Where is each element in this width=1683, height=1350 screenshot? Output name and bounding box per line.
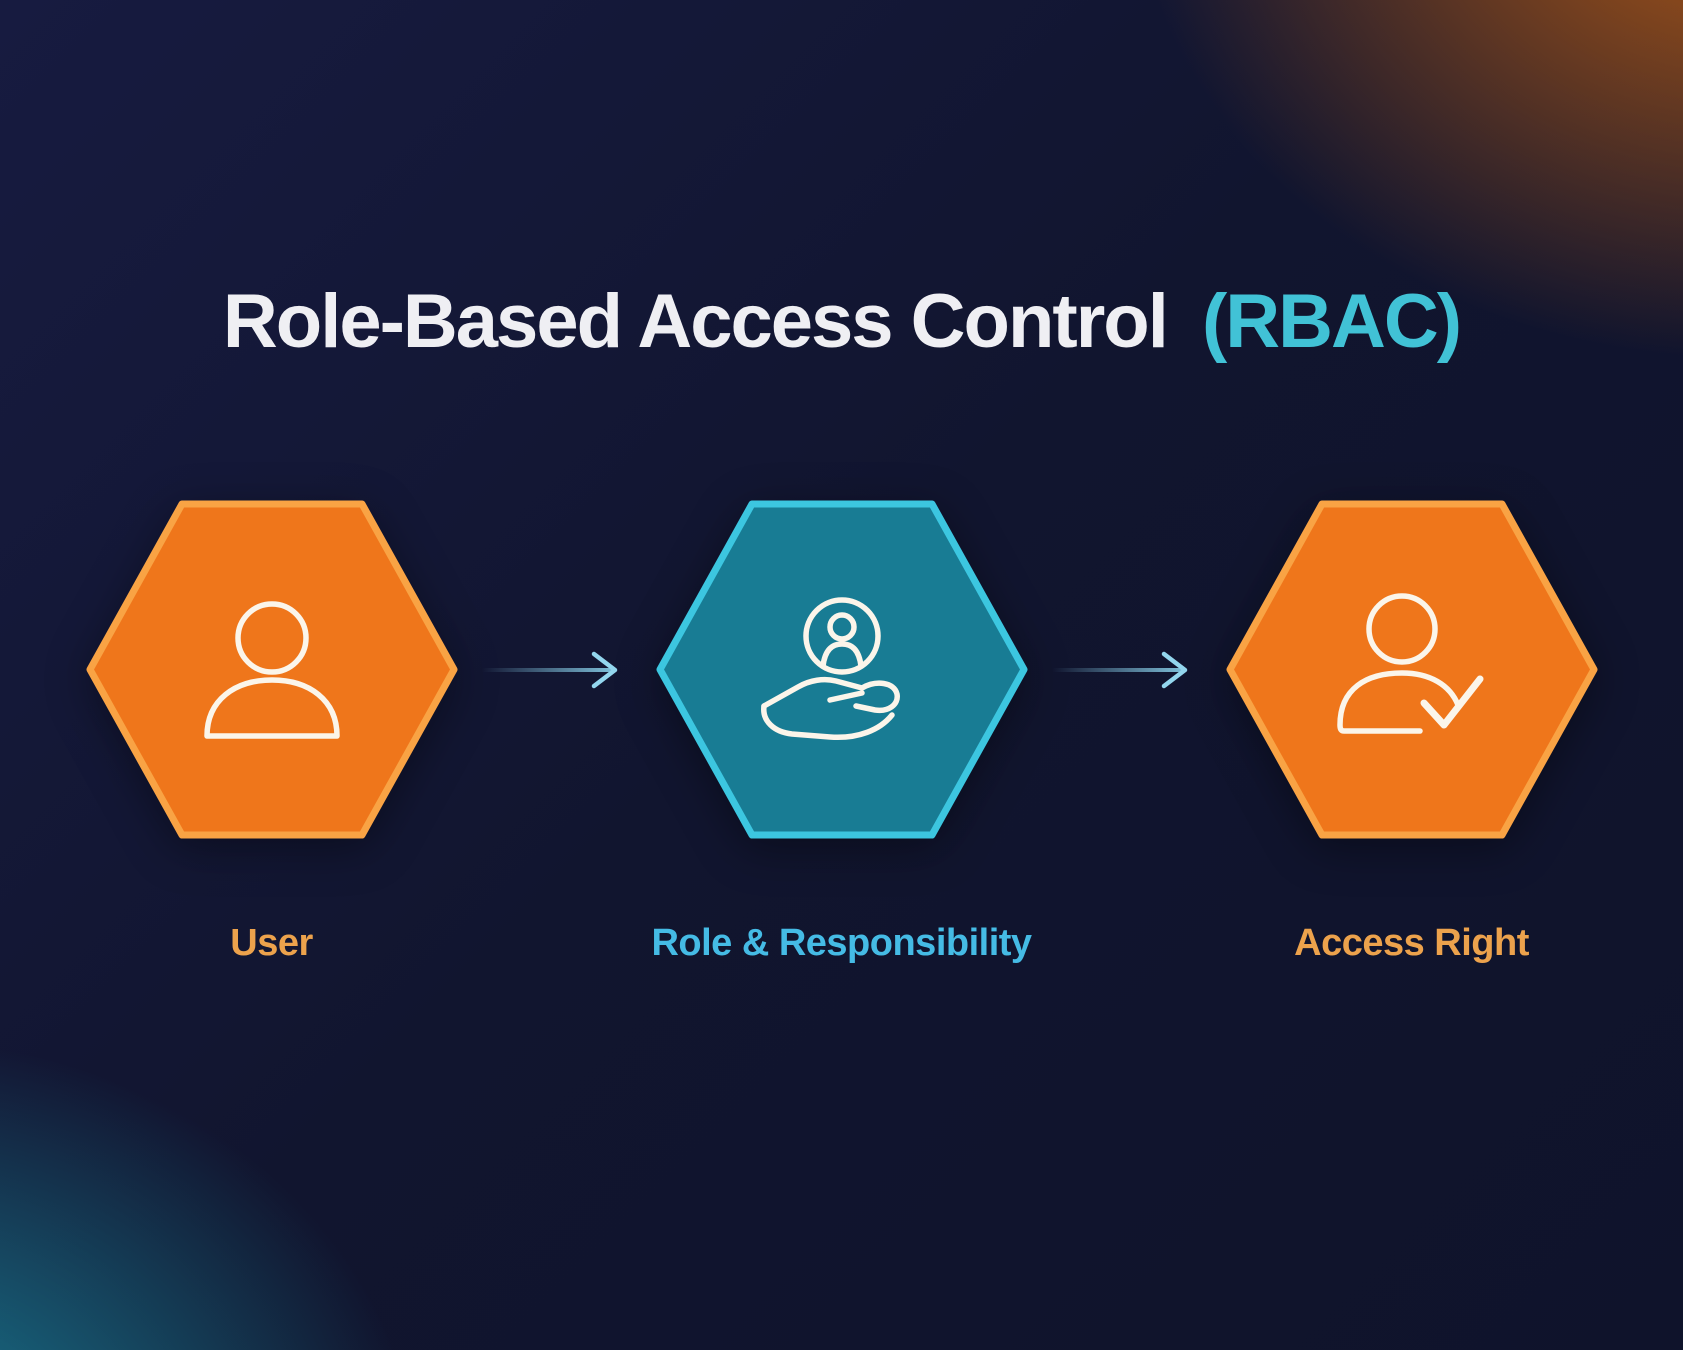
access-hexagon — [1226, 500, 1597, 839]
arrow-shaft — [1051, 668, 1184, 673]
arrow-shaft — [481, 668, 614, 673]
hand-holding-user-icon — [760, 597, 900, 741]
title-main: Role-Based Access Control — [222, 279, 1169, 364]
step-label-access-right: Access Right — [1294, 922, 1529, 965]
user-hexagon — [86, 500, 457, 839]
step-user: User — [82, 497, 462, 965]
step-label-user: User — [230, 922, 313, 965]
arrow-right-icon — [1032, 648, 1222, 692]
hexagon-shape — [1226, 500, 1597, 839]
title-highlight-rbac: (RBAC) — [1201, 279, 1462, 364]
user-check-icon — [1336, 593, 1483, 735]
step-access-right: Access Right — [1222, 497, 1602, 965]
step-label-role-responsibility: Role & Responsibility — [651, 922, 1032, 965]
role-hexagon — [656, 500, 1027, 839]
arrow-head — [591, 652, 617, 689]
user-icon — [203, 601, 340, 740]
arrow-right-icon — [462, 648, 652, 692]
page-title: Role-Based Access Control (RBAC) — [0, 0, 1683, 365]
arrow-head — [1161, 652, 1187, 689]
diagram-flow: User Role & Responsibilit — [0, 497, 1683, 965]
step-role-responsibility: Role & Responsibility — [651, 497, 1032, 965]
